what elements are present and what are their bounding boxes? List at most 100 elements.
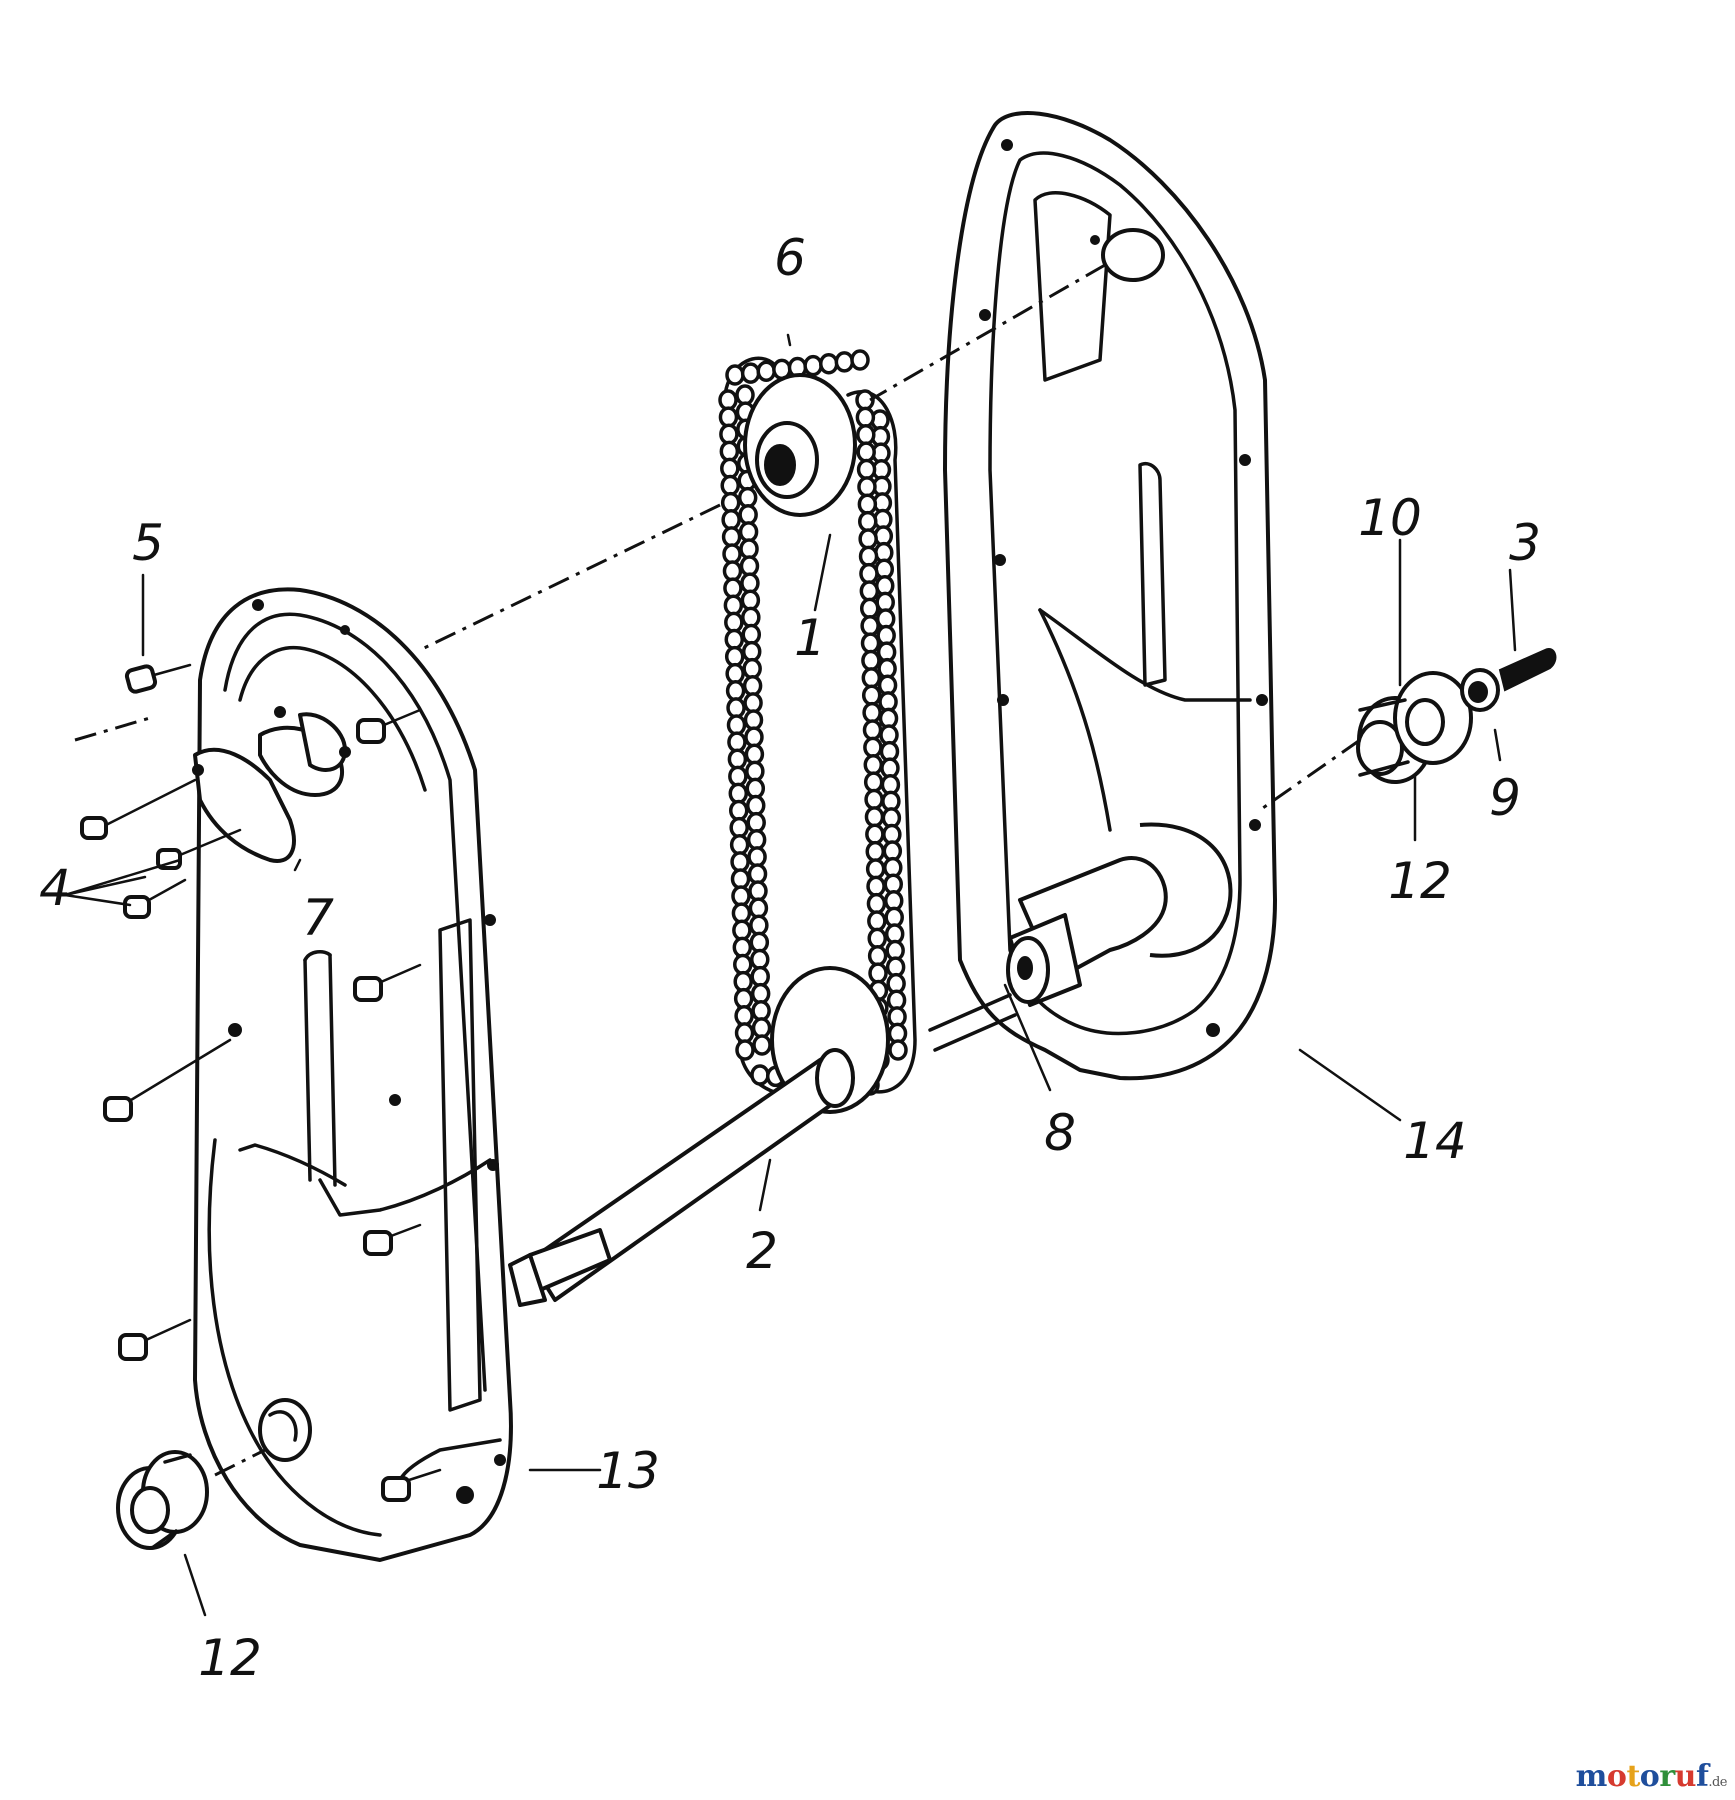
watermark-letter: u [1674, 1759, 1697, 1794]
chain-link [750, 965, 770, 988]
chain-link [727, 731, 747, 753]
upper-sprocket [743, 373, 857, 517]
chain-link [867, 945, 888, 967]
chain-link [737, 486, 758, 509]
chain-link [725, 364, 745, 386]
chain-link [856, 423, 876, 446]
chain-link [747, 846, 767, 868]
screw-5 [124, 663, 192, 694]
chain-link [742, 675, 763, 697]
chain-link [739, 538, 759, 560]
chain-link [729, 816, 749, 839]
chain-link [741, 623, 762, 646]
chain-link [718, 389, 738, 411]
chain-link [744, 726, 764, 748]
chain-link [856, 458, 877, 481]
chain-link [740, 362, 761, 384]
chain-link [803, 354, 823, 377]
chain-link [741, 640, 762, 663]
chain-link [867, 910, 887, 932]
chain-link [729, 833, 750, 856]
callout-9: 9 [1489, 769, 1521, 827]
chain-link [750, 948, 770, 971]
chain-link [719, 440, 740, 463]
screw-mid-b [353, 963, 422, 1002]
chain-link [861, 667, 882, 689]
chain-link [748, 880, 768, 902]
chain-link [868, 962, 888, 984]
watermark-letter: m [1575, 1759, 1608, 1794]
assembly-lines [74, 263, 1361, 1477]
chain-link [732, 919, 752, 942]
chain-link [750, 982, 771, 1005]
callout-6: 6 [774, 229, 806, 287]
callout-3: 3 [1509, 514, 1541, 572]
chain-link [864, 806, 885, 828]
chain-link [723, 577, 743, 599]
chain-link [719, 423, 739, 445]
callout-14: 14 [1403, 1112, 1467, 1170]
chain-link [865, 858, 886, 880]
chain-link [725, 680, 746, 702]
chain-link [860, 632, 881, 654]
chain-link [861, 649, 881, 672]
chain-link [856, 441, 876, 463]
chain-link [721, 526, 742, 548]
chain-link [722, 543, 742, 565]
chain-link [747, 863, 768, 885]
chain-link [735, 384, 755, 406]
chain-link [742, 657, 762, 680]
watermark-letter: r [1659, 1759, 1675, 1794]
chain-link [730, 851, 750, 873]
chain-link [858, 510, 878, 533]
chain-link [722, 560, 743, 582]
chain-link [733, 987, 754, 1010]
chain-tensioner [192, 706, 351, 863]
watermark-letter: o [1606, 1759, 1627, 1794]
chain-link [724, 628, 745, 651]
screw-4b [156, 828, 242, 870]
chain-link [745, 777, 766, 800]
chain-link [865, 823, 885, 845]
chain-link [718, 406, 739, 428]
chain-link [738, 503, 758, 526]
callout-13: 13 [596, 1442, 660, 1500]
chain-link [834, 351, 855, 373]
chain-link [724, 645, 745, 668]
chain-link [865, 840, 886, 863]
chain-link [726, 714, 747, 736]
screws [80, 663, 442, 1502]
screw-mid-a [356, 708, 422, 744]
chain-link [728, 799, 749, 822]
chain-link [727, 748, 748, 770]
rear-chain-housing [943, 111, 1277, 1081]
chain-link [850, 349, 870, 371]
leader-lines [63, 333, 1517, 1617]
watermark-logo: motoruf.de [1575, 1759, 1728, 1794]
chain-link [751, 1017, 772, 1039]
callout-5: 5 [132, 514, 164, 572]
chain-link [724, 611, 744, 634]
chain-link [726, 697, 746, 719]
chain-link [739, 555, 760, 577]
chain-link [859, 597, 880, 620]
chain-link [745, 760, 765, 783]
chain-link [888, 1039, 908, 1061]
chain-link [728, 765, 748, 788]
chain-link [857, 493, 878, 515]
chain-link [750, 1064, 770, 1086]
chain-link [733, 953, 753, 976]
chain-link [855, 406, 876, 429]
chain-link [720, 474, 740, 497]
screw-left-b [118, 1318, 192, 1361]
screw-low-c [381, 1468, 442, 1502]
chain-link [728, 782, 749, 805]
screw-4a [80, 778, 197, 840]
chain-link [867, 927, 887, 950]
callout-12-right: 12 [1388, 852, 1452, 910]
chain-link [743, 709, 764, 731]
chain-link [857, 476, 877, 498]
chain-link [863, 736, 883, 759]
chain-link [744, 743, 765, 765]
chain-link [746, 828, 767, 851]
